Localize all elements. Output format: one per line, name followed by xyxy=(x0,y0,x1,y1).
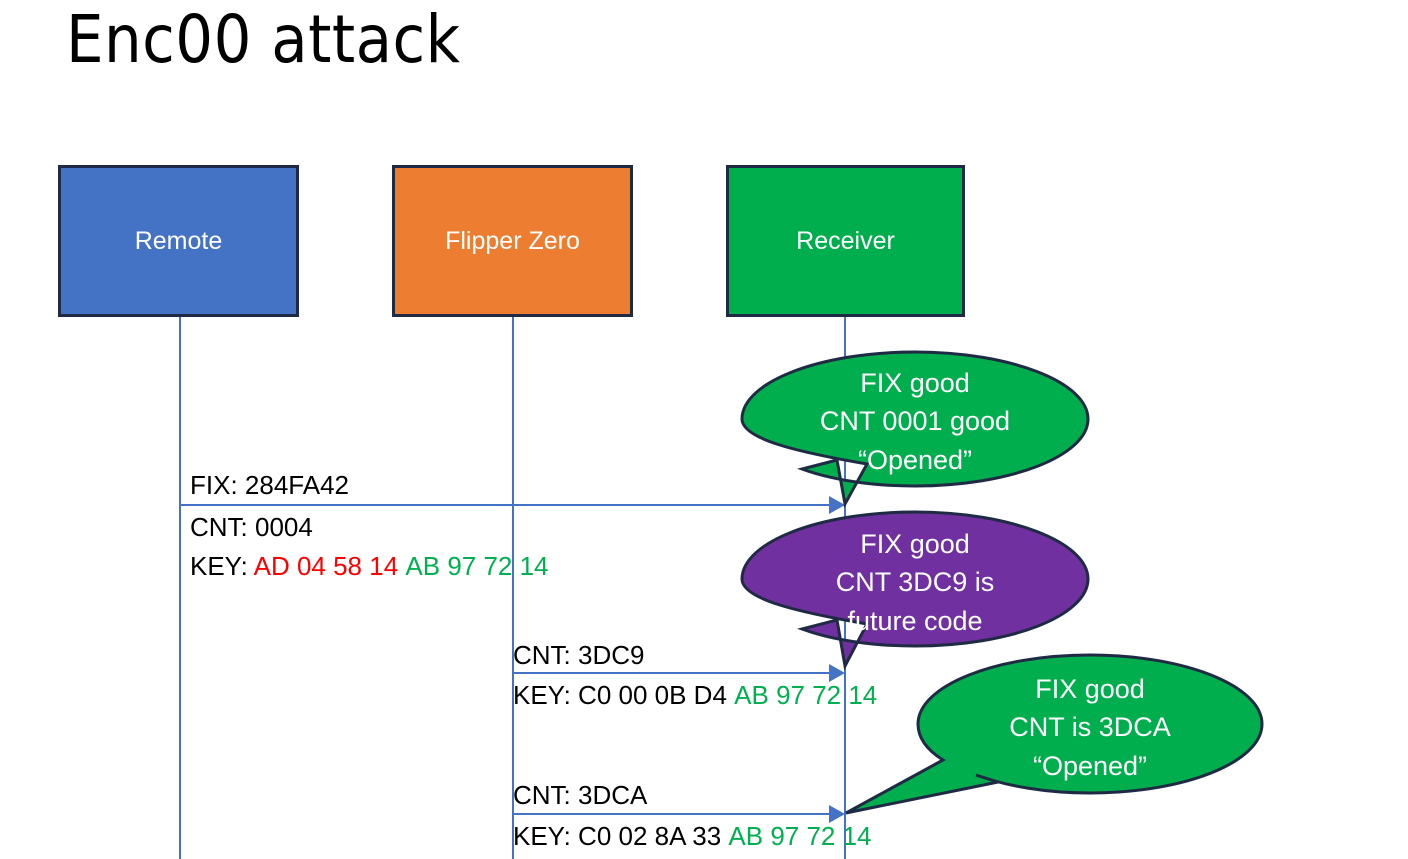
message-label-1-key: KEY: AD 04 58 14 AB 97 72 14 xyxy=(190,551,549,582)
actor-label-remote: Remote xyxy=(134,226,223,255)
message-label-3-cnt-prefix: CNT: xyxy=(513,780,578,810)
message-label-2-cnt-value: 3DC9 xyxy=(578,640,645,670)
callout-shape-2 xyxy=(740,510,1090,671)
message-label-3-key-hex-green: AB 97 72 14 xyxy=(728,821,872,851)
message-label-1-fix-value: 284FA42 xyxy=(244,470,349,500)
actor-label-flipper-zero: Flipper Zero xyxy=(445,226,580,255)
message-label-1-cnt: CNT: 0004 xyxy=(190,512,313,543)
message-label-3-key: KEY: C0 02 8A 33 AB 97 72 14 xyxy=(513,821,872,852)
message-label-3-key-hex-black: C0 02 8A 33 xyxy=(578,821,722,851)
message-label-1-cnt-prefix: CNT: xyxy=(190,512,255,542)
message-arrowhead-icon-2 xyxy=(829,664,845,682)
message-arrow-line-1 xyxy=(179,504,831,506)
message-label-1-fix-prefix: FIX: xyxy=(190,470,245,500)
lifeline-remote xyxy=(179,317,181,859)
message-label-3-cnt-value: 3DCA xyxy=(578,780,648,810)
callout-shape-1 xyxy=(740,350,1090,509)
page-title: Enc00 attack xyxy=(66,1,461,78)
message-label-1-key-hex-red: AD 04 58 14 xyxy=(253,551,399,581)
message-label-2-key-hex-green: AB 97 72 14 xyxy=(734,680,878,710)
message-arrow-line-3 xyxy=(512,813,831,815)
actor-box-receiver[interactable]: Receiver xyxy=(726,165,965,317)
message-label-2-cnt-prefix: CNT: xyxy=(513,640,578,670)
message-label-2-key: KEY: C0 00 0B D4 AB 97 72 14 xyxy=(513,680,877,711)
lifeline-flipper-zero xyxy=(512,317,514,859)
message-label-3-cnt: CNT: 3DCA xyxy=(513,780,647,811)
callout-bubble-1: FIX good CNT 0001 good “Opened” xyxy=(740,350,1090,509)
actor-box-remote[interactable]: Remote xyxy=(58,165,299,317)
message-label-1-key-hex-green: AB 97 72 14 xyxy=(405,551,549,581)
message-arrowhead-icon-3 xyxy=(829,805,845,823)
message-label-3-key-prefix: KEY: xyxy=(513,821,579,851)
message-label-1-key-prefix: KEY: xyxy=(190,551,254,581)
message-arrowhead-icon-1 xyxy=(829,496,845,514)
actor-box-flipper-zero[interactable]: Flipper Zero xyxy=(392,165,633,317)
callout-shape-3 xyxy=(845,653,1264,815)
message-label-2-key-hex-black: C0 00 0B D4 xyxy=(578,680,727,710)
message-label-2-key-prefix: KEY: xyxy=(513,680,579,710)
message-label-1-fix: FIX: 284FA42 xyxy=(190,470,349,501)
callout-bubble-2: FIX good CNT 3DC9 is future code xyxy=(740,510,1090,671)
message-arrow-line-2 xyxy=(512,672,831,674)
actor-label-receiver: Receiver xyxy=(796,226,895,255)
message-label-1-cnt-value: 0004 xyxy=(255,512,313,542)
callout-bubble-3: FIX good CNT is 3DCA “Opened” xyxy=(845,653,1264,815)
message-label-2-cnt: CNT: 3DC9 xyxy=(513,640,644,671)
